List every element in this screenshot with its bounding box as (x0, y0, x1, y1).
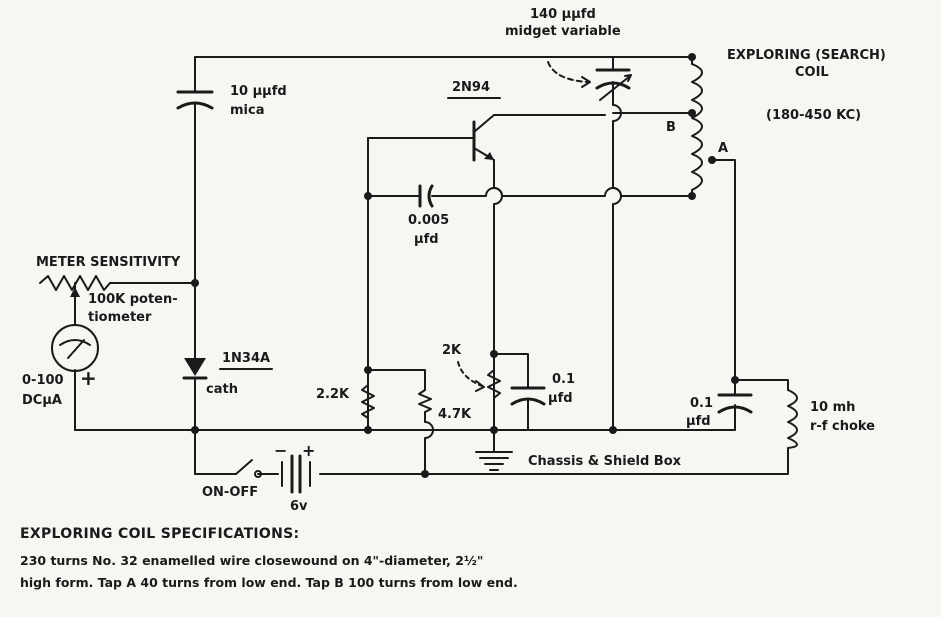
capacitor-01-emitter (510, 386, 546, 406)
mica-capacitor (176, 90, 214, 110)
meter-sensitivity-pot (39, 275, 111, 311)
label-batt-minus: − (274, 441, 287, 460)
label-cap005-unit: μfd (414, 232, 439, 247)
label-diode: 1N34A (222, 351, 270, 366)
capacitor-0005 (418, 184, 434, 208)
label-meter-plus: + (80, 366, 97, 390)
battery-6v (281, 454, 311, 494)
variable-capacitor (595, 68, 632, 101)
junction-dots (191, 53, 739, 478)
label-tap-a: A (718, 141, 728, 156)
label-transistor: 2N94 (452, 80, 490, 95)
resistor-22k (361, 384, 375, 419)
wire-47k-branch (367, 369, 434, 475)
label-mica-value: 10 μμfd (230, 84, 287, 99)
label-r47: 4.7K (438, 407, 472, 422)
label-pot-2: tiometer (88, 310, 152, 325)
label-mica-type: mica (230, 103, 264, 118)
label-cap005-value: 0.005 (408, 213, 449, 228)
label-batt-volt: 6v (290, 499, 308, 514)
label-varcap-value: 140 μμfd (530, 7, 596, 22)
label-cap01a-value: 0.1 (552, 372, 575, 387)
wire-base-line (367, 187, 693, 197)
label-coil-title-2: COIL (795, 65, 829, 80)
transistor-2n94 (472, 114, 495, 162)
label-cap01a-unit: μfd (548, 391, 573, 406)
wire-tap-a (711, 159, 736, 431)
label-cap01b-value: 0.1 (690, 396, 713, 411)
label-cath: cath (206, 382, 238, 397)
circuit-schematic: 140 μμfd midget variable EXPLORING (SEAR… (22, 7, 886, 514)
resistor-47k (418, 389, 432, 413)
label-r22: 2.2K (316, 387, 350, 402)
wire-emitter (493, 159, 503, 453)
label-coil-freq: (180-450 KC) (766, 108, 861, 123)
label-coil-title-1: EXPLORING (SEARCH) (727, 48, 886, 63)
label-onoff: ON-OFF (202, 485, 258, 500)
capacitor-01-right (717, 393, 753, 414)
rf-choke (787, 389, 798, 449)
label-meter-range: 0-100 (22, 373, 64, 388)
label-batt-plus: + (302, 441, 315, 460)
microammeter (51, 324, 99, 372)
label-cap01b-unit: μfd (686, 414, 711, 429)
label-choke-value: 10 mh (810, 400, 855, 415)
diode-1n34a (182, 358, 208, 380)
label-choke-type: r-f choke (810, 419, 875, 434)
spec-line-2: high form. Tap A 40 turns from low end. … (20, 575, 518, 590)
label-r2k: 2K (442, 343, 462, 358)
varcap-pointer-arrow (547, 61, 589, 83)
wire-choke-top (734, 379, 789, 391)
label-varcap-type: midget variable (505, 24, 621, 39)
on-off-switch[interactable] (235, 459, 262, 478)
label-meter-unit: DCμA (22, 393, 62, 408)
resistor-2k (487, 369, 501, 399)
exploring-coil (691, 63, 703, 191)
wire-emitter-cap (493, 353, 529, 431)
label-meter-sensitivity: METER SENSITIVITY (36, 255, 181, 270)
label-pot-1: 100K poten- (88, 292, 178, 307)
label-chassis: Chassis & Shield Box (528, 454, 682, 469)
wire-varcap-stem (612, 56, 622, 431)
ground-symbol (475, 451, 513, 471)
spec-title: EXPLORING COIL SPECIFICATIONS: (20, 526, 300, 542)
spec-line-1: 230 turns No. 32 enamelled wire closewou… (20, 553, 484, 568)
label-tap-b: B (666, 120, 676, 135)
